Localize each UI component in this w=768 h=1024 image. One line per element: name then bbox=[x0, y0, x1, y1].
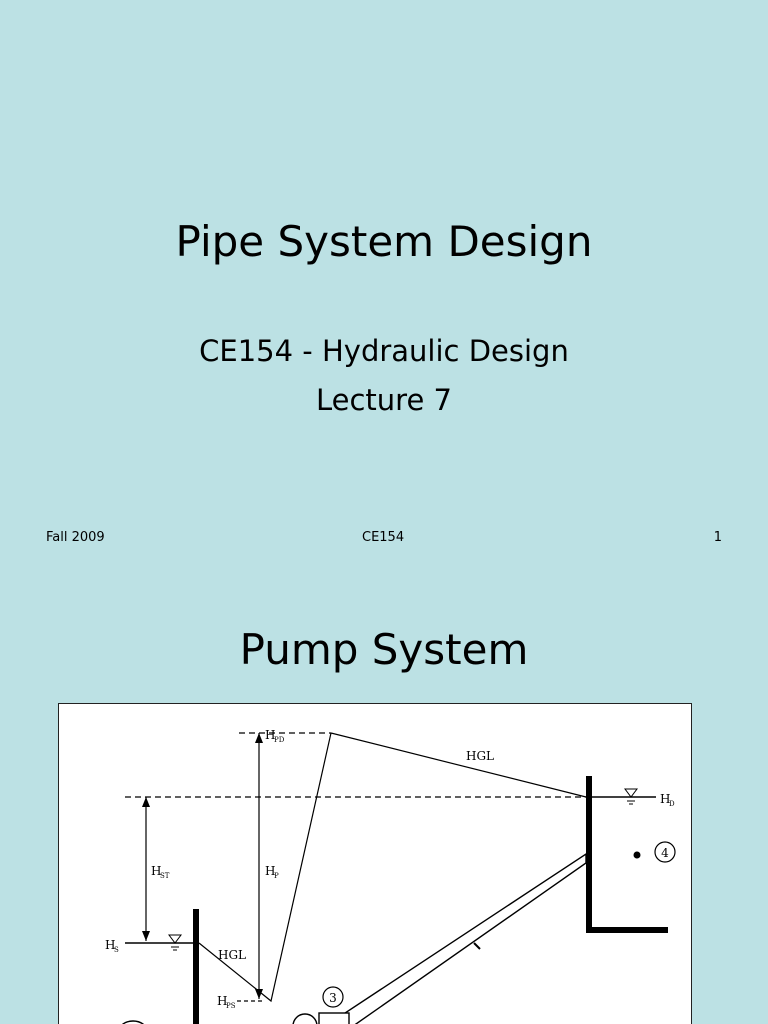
hps-label: H bbox=[217, 994, 227, 1008]
hps-label-sub: PS bbox=[226, 1002, 236, 1010]
hst-arrow-top bbox=[142, 797, 150, 807]
discharge-reservoir-floor bbox=[586, 927, 668, 933]
point-4-dot bbox=[633, 851, 641, 859]
footer-date: Fall 2009 bbox=[46, 530, 105, 545]
footer-page-number: 1 bbox=[713, 530, 722, 545]
hs-label-sub: S bbox=[114, 946, 119, 954]
hp-arrow-bottom bbox=[255, 989, 263, 999]
slide-title: Pipe System Design bbox=[175, 217, 593, 266]
point-4-circle bbox=[654, 841, 676, 863]
hp-label-sub: P bbox=[274, 872, 279, 880]
suction-water-level-icon bbox=[168, 934, 182, 944]
point-1-circle bbox=[121, 1020, 145, 1024]
footer-course: CE154 bbox=[362, 530, 405, 545]
point-3-circle bbox=[322, 986, 344, 1008]
hst-label: H bbox=[151, 864, 161, 878]
pump-body bbox=[318, 1012, 350, 1024]
hgl-line bbox=[330, 732, 587, 798]
slide-title: Pump System bbox=[239, 625, 529, 674]
pump-casing bbox=[292, 1013, 318, 1024]
pump-system-diagram: 3 4 H PD HGL H D H ST H P H S HGL H PS bbox=[58, 703, 692, 1024]
pump-system-slide: Pump System bbox=[0, 567, 768, 1024]
lecture-number: Lecture 7 bbox=[316, 383, 452, 417]
hpd-label: H bbox=[265, 728, 275, 742]
hd-label-sub: D bbox=[669, 800, 675, 808]
hd-label: H bbox=[660, 792, 670, 806]
hp-label: H bbox=[265, 864, 275, 878]
point-3-label: 3 bbox=[329, 991, 337, 1005]
point-4-label: 4 bbox=[661, 846, 669, 860]
discharge-pipe bbox=[334, 852, 587, 1024]
course-subtitle: CE154 - Hydraulic Design bbox=[199, 334, 569, 368]
hst-arrow-bottom bbox=[142, 931, 150, 941]
discharge-reservoir-wall bbox=[586, 776, 592, 933]
title-slide: Pipe System Design CE154 - Hydraulic Des… bbox=[46, 217, 722, 545]
pipe-joint-mark bbox=[473, 942, 481, 950]
hgl-suction-line bbox=[198, 732, 332, 1003]
suction-reservoir-wall bbox=[193, 909, 199, 1024]
pump-system-svg: 3 4 H PD HGL H D H ST H P H S HGL H PS bbox=[105, 728, 676, 1024]
hpd-label-sub: PD bbox=[274, 736, 285, 744]
hp-arrow-top bbox=[255, 733, 263, 743]
discharge-water-level-icon bbox=[624, 788, 638, 798]
hgl-bottom-label: HGL bbox=[218, 948, 246, 962]
hs-label: H bbox=[105, 938, 115, 952]
hst-label-sub: ST bbox=[160, 872, 170, 880]
hgl-top-label: HGL bbox=[466, 749, 494, 763]
